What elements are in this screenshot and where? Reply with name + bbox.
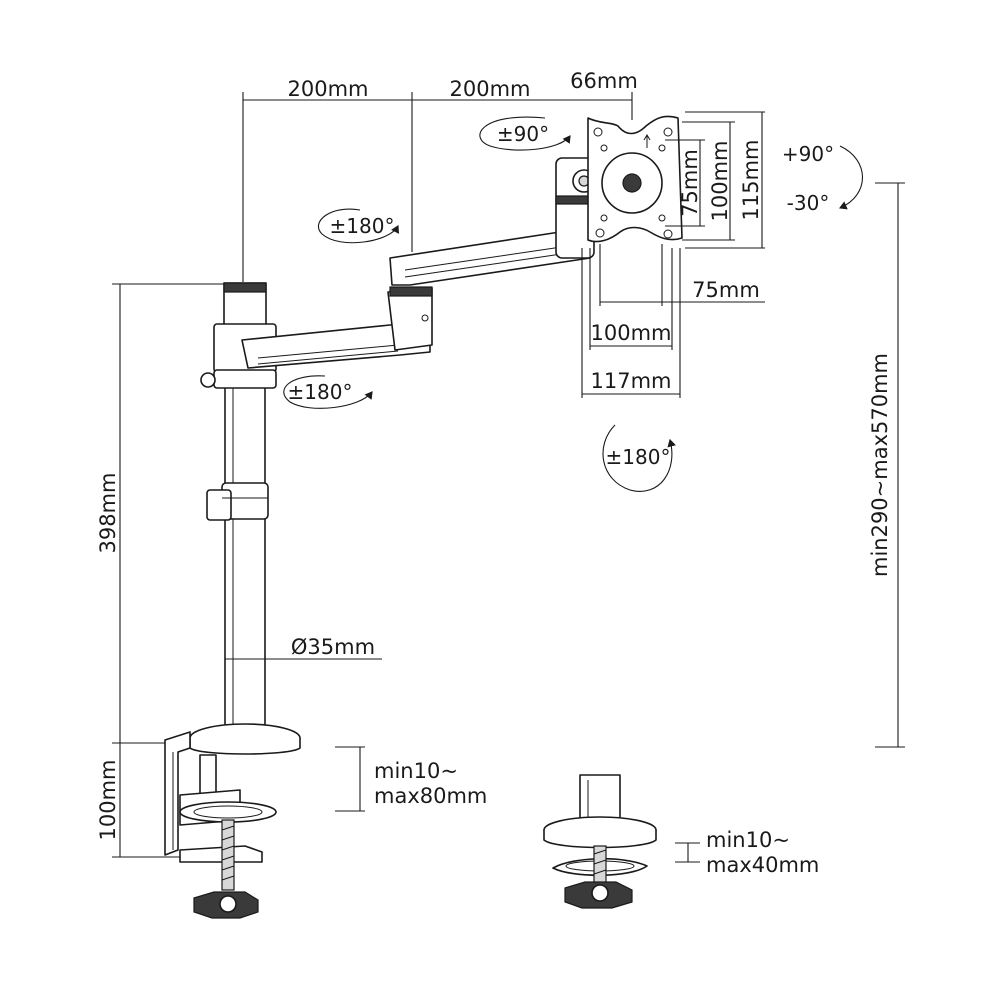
lower-arm <box>241 286 433 369</box>
rotation-label: ±180° <box>606 445 671 469</box>
dimension-label: 200mm <box>288 77 369 101</box>
rotation-arrow-base <box>283 375 373 409</box>
dimension-label: 66mm <box>570 69 638 93</box>
clamp-height-dimension <box>112 743 180 858</box>
vesa-plate <box>587 115 683 243</box>
pole <box>200 282 277 731</box>
dimension-label: 398mm <box>96 473 120 554</box>
rotation-arrow-screen <box>602 424 676 492</box>
dimension-label: Ø35mm <box>291 635 375 659</box>
clamp-range-dimension-1 <box>335 746 365 812</box>
dimension-label: 200mm <box>450 77 531 101</box>
dimension-label: 100mm <box>96 760 120 841</box>
rotation-label: +90° <box>782 142 834 166</box>
dimension-label: 115mm <box>739 140 763 221</box>
rotation-arrow-elbow <box>317 208 399 244</box>
dimension-label: min10~ <box>706 828 790 852</box>
dimension-label: 100mm <box>591 321 672 345</box>
rotation-label: ±180° <box>330 214 395 238</box>
dimension-label: 100mm <box>708 141 732 222</box>
dimension-label: max80mm <box>374 784 487 808</box>
rotation-arrow-tilt <box>838 145 863 210</box>
dimension-label: 75mm <box>692 278 760 302</box>
upper-arm <box>389 157 596 286</box>
dimension-label: min10~ <box>374 759 458 783</box>
rotation-label: ±90° <box>497 122 549 146</box>
rotation-arrow-head <box>479 116 571 151</box>
top-dimension-lines <box>242 92 633 282</box>
grommet-base <box>543 774 657 909</box>
vesa-height-dimensions <box>665 111 765 249</box>
vesa-width-dimensions <box>581 244 765 398</box>
rotation-label: -30° <box>787 191 830 215</box>
dimension-label: max40mm <box>706 853 819 877</box>
clamp-range-dimension-2 <box>675 842 700 863</box>
dimension-label: 117mm <box>591 369 672 393</box>
desk-clamp <box>164 723 301 919</box>
height-range-dimension <box>875 182 905 748</box>
rotation-label: ±180° <box>288 380 353 404</box>
dimension-label: min290~max570mm <box>868 353 892 577</box>
dimension-label: 75mm <box>678 149 702 217</box>
